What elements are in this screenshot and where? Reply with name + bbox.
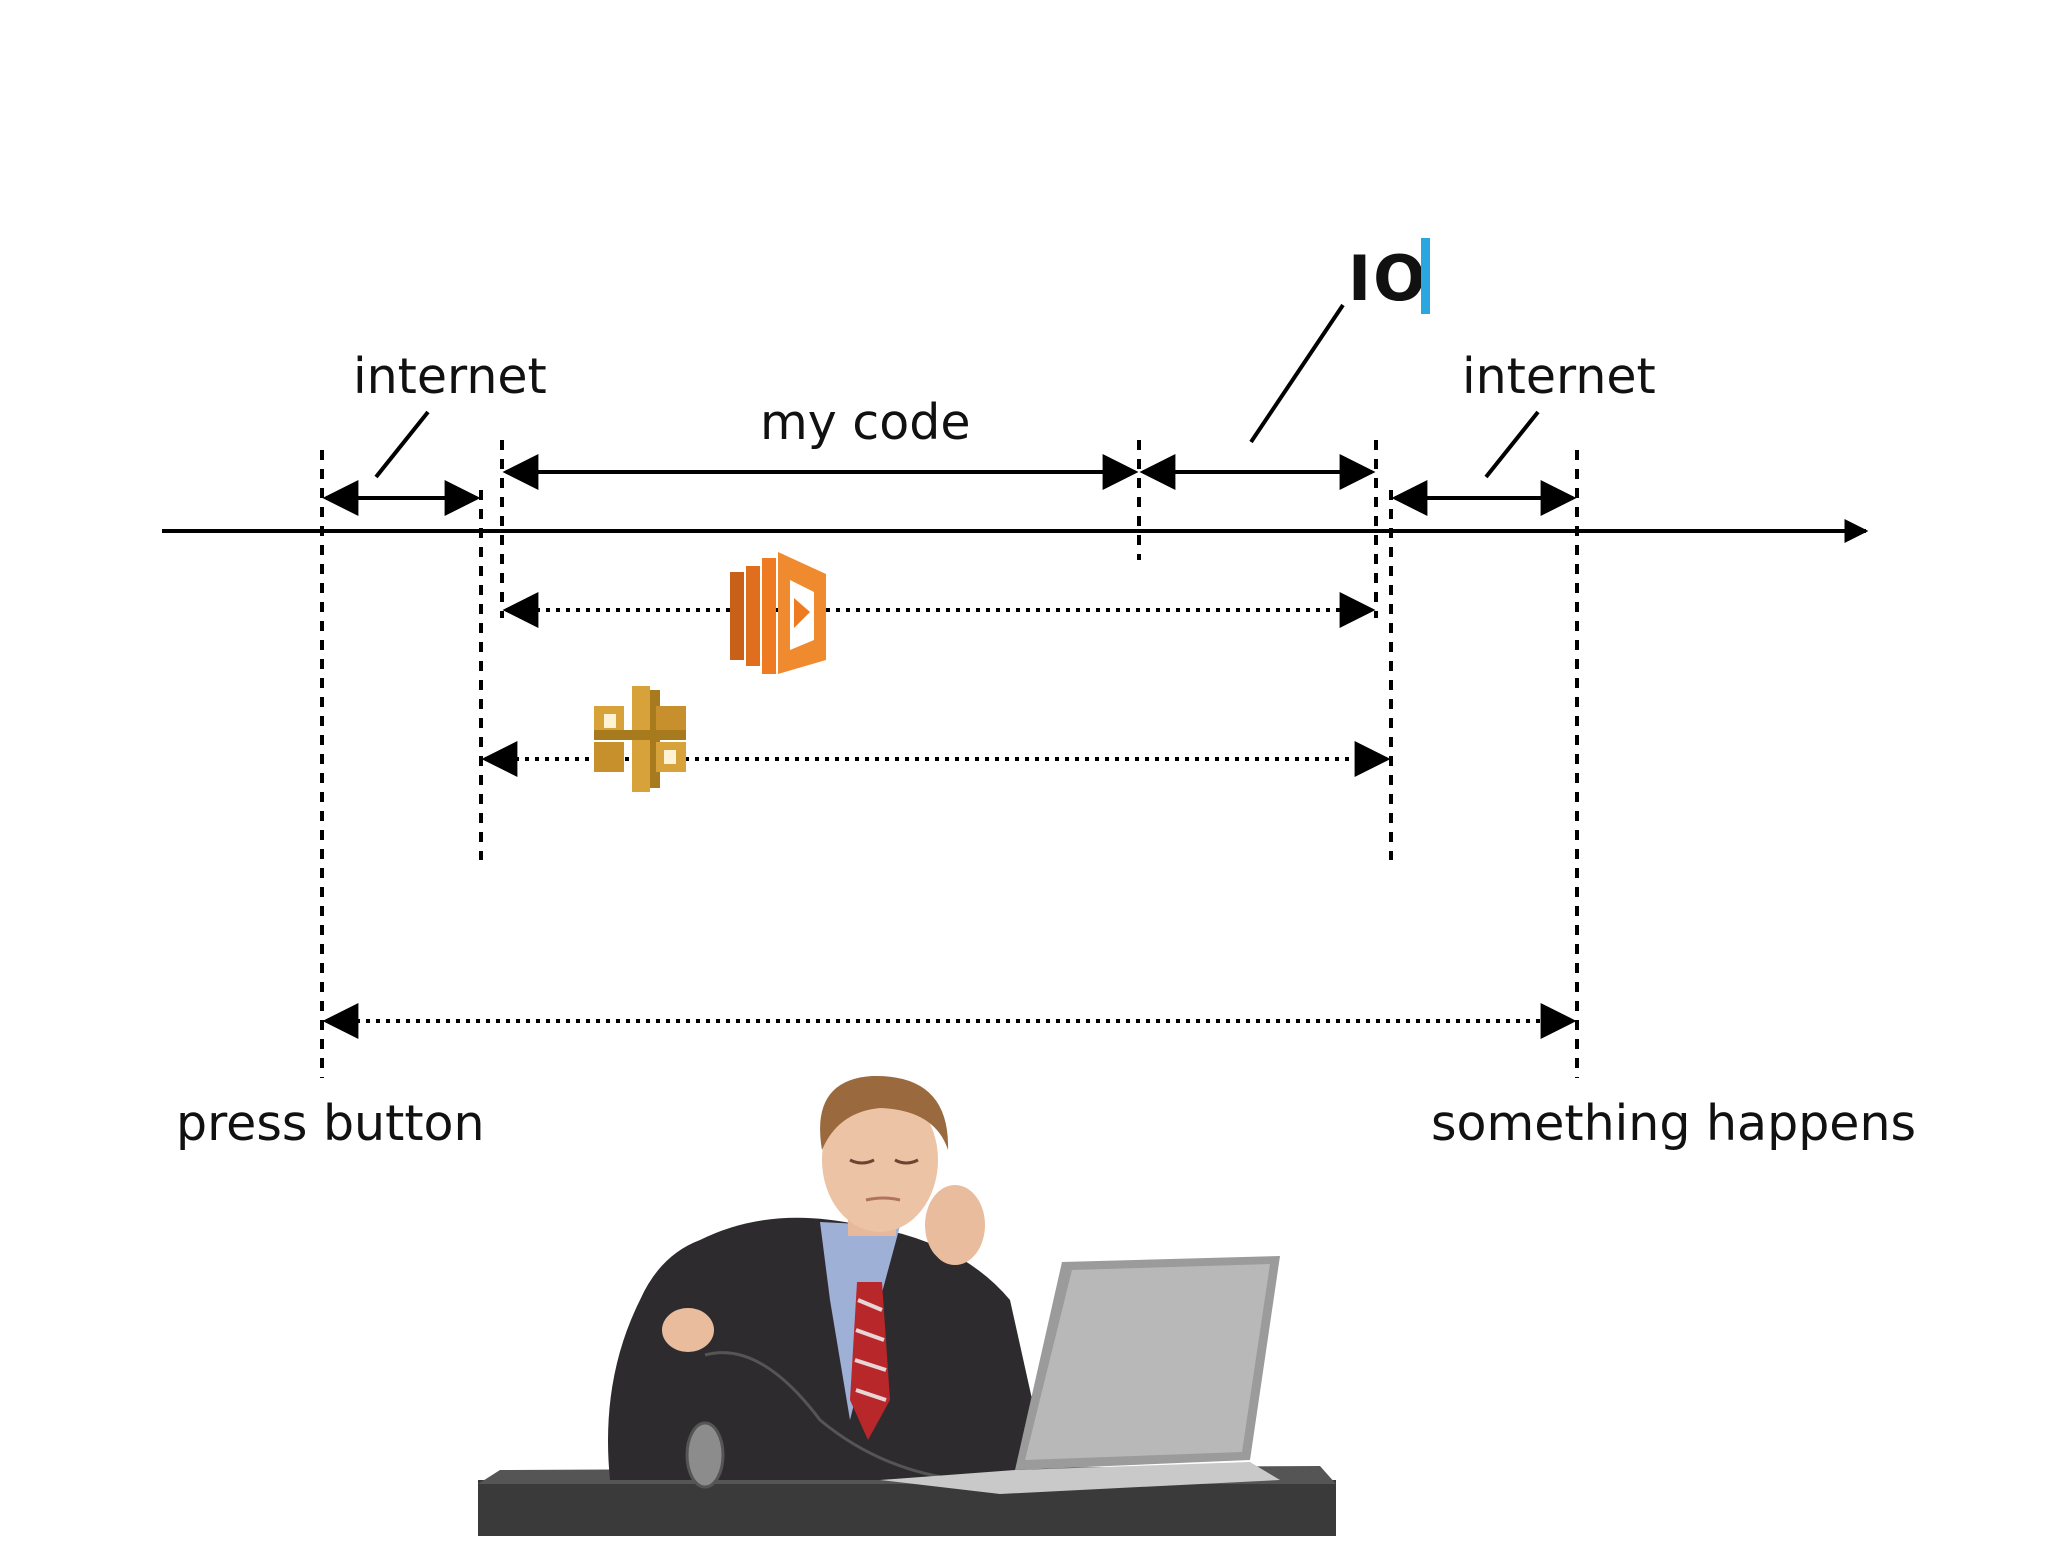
label-internet-right: internet — [1462, 348, 1656, 405]
leader-io — [1249, 303, 1345, 444]
label-io: IO — [1348, 242, 1428, 315]
boundary-lines — [320, 440, 1579, 1078]
aws-api-gateway-icon — [594, 686, 686, 792]
label-my-code: my code — [760, 394, 971, 451]
io-text-cursor-icon — [1421, 238, 1430, 314]
label-something-happens: something happens — [1431, 1095, 1917, 1152]
bored-man-at-laptop-photo — [478, 1075, 1336, 1536]
leader-internet-right — [1484, 410, 1540, 479]
label-internet-left: internet — [353, 348, 547, 405]
aws-lambda-icon — [730, 552, 826, 674]
leader-internet-left — [374, 410, 430, 479]
label-press-button: press button — [176, 1095, 485, 1152]
